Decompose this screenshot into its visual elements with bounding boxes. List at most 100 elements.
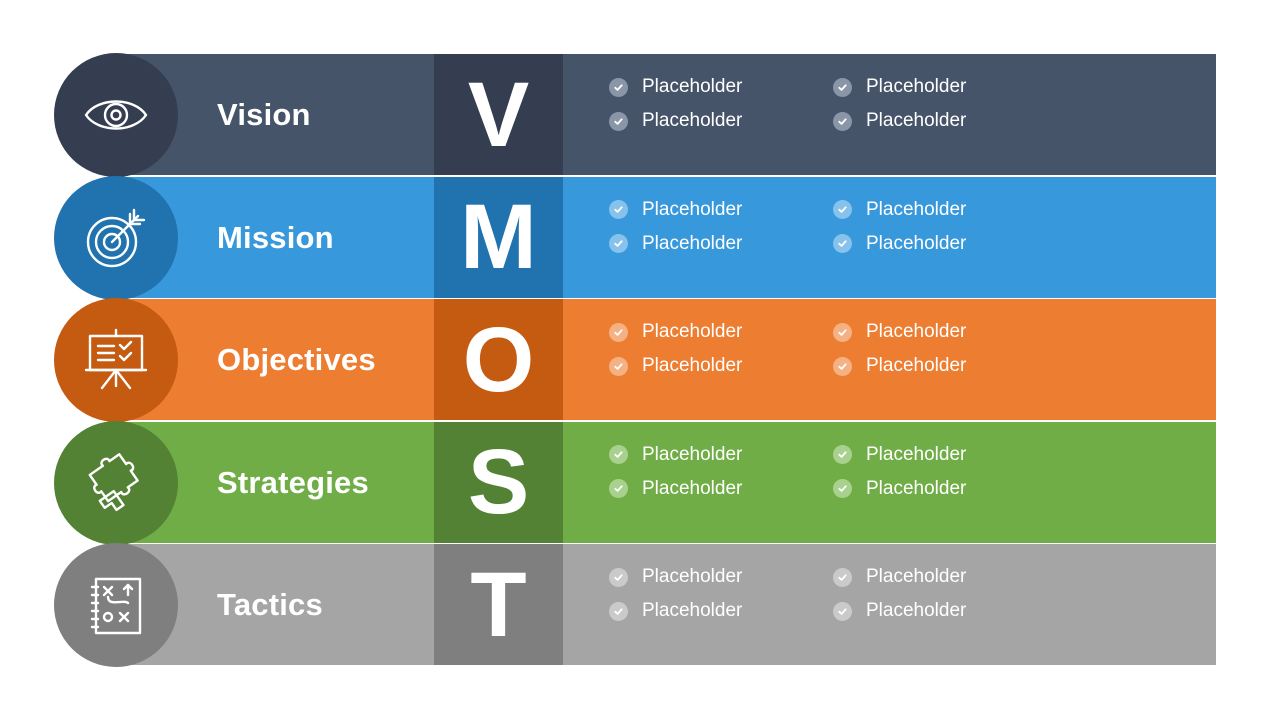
- mission-band: [116, 176, 1216, 298]
- bullet-item: Placeholder: [609, 110, 742, 132]
- check-icon: [609, 322, 628, 342]
- bullet-item: Placeholder: [609, 76, 742, 98]
- bullet-text: Placeholder: [866, 600, 967, 621]
- vision-letter-text: V: [467, 63, 530, 166]
- bullet-text: Placeholder: [642, 477, 743, 499]
- check-icon: [609, 445, 628, 464]
- check-icon: [833, 356, 852, 376]
- strategies-title: Strategies: [217, 464, 369, 500]
- objectives-band: [116, 299, 1216, 420]
- bullet-item: Placeholder: [609, 444, 742, 466]
- tactics-band: [116, 544, 1216, 665]
- bullet-text: Placeholder: [866, 198, 967, 220]
- check-icon: [609, 479, 628, 498]
- tactics-circle: [54, 543, 178, 667]
- bullet-item: Placeholder: [833, 110, 966, 132]
- bullet-item: Placeholder: [833, 199, 966, 221]
- bullet-item: Placeholder: [609, 233, 742, 255]
- tactics-letter: T: [434, 544, 563, 665]
- mission-letter-text: M: [460, 186, 537, 288]
- bullet-item: Placeholder: [609, 600, 742, 622]
- objectives-letter: O: [434, 299, 563, 420]
- bullet-item: Placeholder: [609, 566, 742, 588]
- bullet-item: Placeholder: [833, 76, 966, 98]
- vision-title: Vision: [217, 97, 311, 132]
- puzzle-icon: [84, 451, 148, 515]
- bullet-item: Placeholder: [609, 478, 742, 500]
- bullet-item: Placeholder: [833, 355, 966, 377]
- bullet-text: Placeholder: [642, 321, 743, 342]
- bullet-text: Placeholder: [642, 355, 743, 376]
- check-icon: [833, 445, 852, 464]
- check-icon: [609, 234, 628, 253]
- check-icon: [609, 111, 628, 131]
- eye-icon: [84, 83, 148, 147]
- bullet-item: Placeholder: [833, 566, 966, 588]
- bullet-text: Placeholder: [642, 198, 743, 220]
- vision-band: [116, 54, 1216, 175]
- tactics-title: Tactics: [217, 587, 323, 622]
- bullet-text: Placeholder: [642, 110, 743, 131]
- bullet-item: Placeholder: [609, 321, 742, 343]
- check-icon: [833, 479, 852, 498]
- mission-title: Mission: [217, 219, 334, 255]
- check-icon: [833, 601, 852, 621]
- check-icon: [609, 77, 628, 97]
- bullet-item: Placeholder: [609, 199, 742, 221]
- bullet-item: Placeholder: [833, 321, 966, 343]
- check-icon: [833, 322, 852, 342]
- strategies-letter-text: S: [467, 431, 530, 533]
- presentation-board-icon: [84, 328, 148, 392]
- vision-letter: V: [434, 54, 563, 175]
- check-icon: [833, 567, 852, 587]
- mission-circle: [54, 175, 178, 300]
- check-icon: [609, 200, 628, 219]
- check-icon: [609, 356, 628, 376]
- bullet-text: Placeholder: [866, 566, 967, 587]
- strategies-band: [116, 421, 1216, 543]
- bullet-text: Placeholder: [642, 443, 743, 465]
- bullet-text: Placeholder: [866, 232, 967, 254]
- bullet-item: Placeholder: [609, 355, 742, 377]
- bullet-text: Placeholder: [866, 443, 967, 465]
- check-icon: [833, 234, 852, 253]
- check-icon: [609, 567, 628, 587]
- bullet-text: Placeholder: [642, 600, 743, 621]
- tactics-board-icon: [84, 573, 148, 637]
- strategies-circle: [54, 420, 178, 545]
- target-icon: [84, 206, 148, 270]
- bullet-text: Placeholder: [866, 477, 967, 499]
- mission-letter: M: [434, 176, 563, 298]
- tactics-letter-text: T: [470, 553, 527, 656]
- objectives-letter-text: O: [462, 308, 535, 411]
- bullet-text: Placeholder: [866, 321, 967, 342]
- objectives-title: Objectives: [217, 342, 376, 377]
- check-icon: [833, 77, 852, 97]
- vision-circle: [54, 53, 178, 177]
- bullet-text: Placeholder: [642, 566, 743, 587]
- bullet-item: Placeholder: [833, 444, 966, 466]
- bullet-item: Placeholder: [833, 478, 966, 500]
- bullet-text: Placeholder: [642, 76, 743, 97]
- bullet-item: Placeholder: [833, 233, 966, 255]
- bullet-text: Placeholder: [866, 355, 967, 376]
- strategies-letter: S: [434, 421, 563, 543]
- bullet-text: Placeholder: [866, 110, 967, 131]
- check-icon: [609, 601, 628, 621]
- check-icon: [833, 111, 852, 131]
- bullet-text: Placeholder: [642, 232, 743, 254]
- check-icon: [833, 200, 852, 219]
- bullet-text: Placeholder: [866, 76, 967, 97]
- objectives-circle: [54, 298, 178, 422]
